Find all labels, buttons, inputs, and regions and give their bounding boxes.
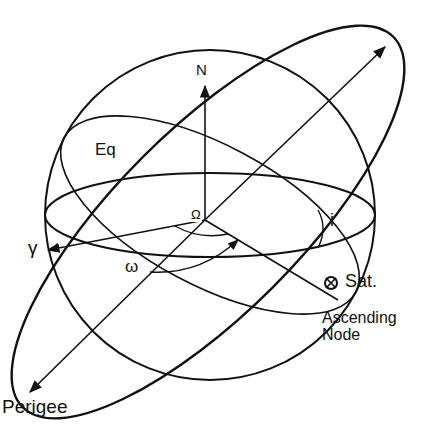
node-line [205,220,338,300]
omega-arc [175,226,228,236]
equinox-label: γ [28,238,38,258]
axis-label: N [196,62,207,78]
angle-label: Ω [190,208,202,222]
equator-label: Eq [95,141,116,159]
inclination-arc [318,210,323,248]
perigee-line [30,215,210,392]
node-label: Ascending Node [322,310,402,344]
satellite-label: Sat. [345,272,377,291]
arg-perigee-arc [150,240,238,272]
angle-label: i [330,211,334,230]
satellite-symbol [325,277,337,289]
perigee-label: Perigee [2,397,68,417]
angle-label: ω [124,258,139,276]
north-axis [204,86,206,220]
equinox-line [48,220,205,250]
apogee-line [210,47,385,215]
satellite-cross [326,278,336,288]
